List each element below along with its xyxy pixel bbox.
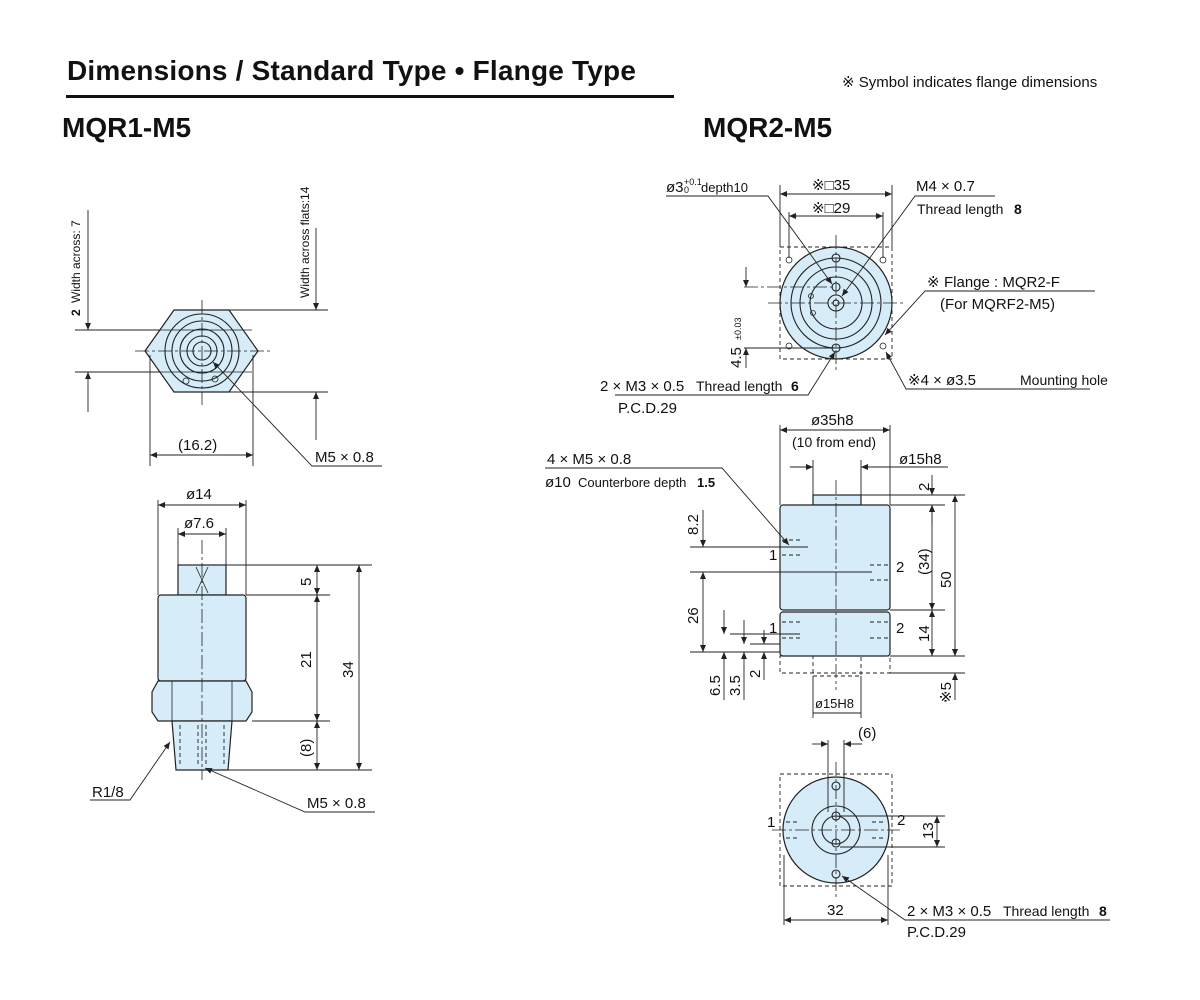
mqr2-offset-6: (6) (858, 725, 876, 742)
mqr1-width-across: Width across: 7 (69, 220, 83, 303)
mqr2-bottom-port-1: 1 (767, 814, 775, 831)
mqr1-top-view: Width across flats:14 2 Width across: 7 … (69, 186, 382, 467)
mqr1-diameter-7-6: ø7.6 (184, 515, 214, 532)
mqr2-flange-side (779, 655, 891, 674)
mqr1-height-34: 34 (340, 661, 357, 678)
mqr2-counterbore-diameter: ø10 (545, 474, 571, 491)
mqr1-m5-thread-bottom: M5 × 0.8 (307, 795, 366, 812)
mqr2-m4-thread-length-text: Thread length (917, 201, 1003, 217)
mqr1-width-across-count: 2 (69, 309, 83, 316)
mqr2-counterbore-value: 1.5 (697, 475, 715, 490)
mqr2-side-port-1-lower: 1 (769, 620, 777, 637)
mqr2-height-13: 13 (920, 822, 937, 839)
mqr2-height-50: 50 (938, 571, 955, 588)
page-title: Dimensions / Standard Type • Flange Type (67, 55, 637, 86)
mqr2-height-8-2: 8.2 (685, 514, 702, 535)
mqr1-width-across-flats: Width across flats:14 (298, 186, 312, 298)
mqr2-height-26: 26 (685, 607, 702, 624)
mqr2-height-4-5: 4.5 (728, 347, 745, 368)
mqr2-height-2-bottom: 2 (747, 670, 764, 678)
mqr2-hole-tol-down: 0 (684, 185, 689, 195)
mqr2-pcd-bottom: P.C.D.29 (907, 924, 966, 941)
title-underline (66, 95, 674, 98)
mqr2-diameter-15h8: ø15h8 (899, 451, 942, 468)
mqr2-height-2-top: 2 (916, 483, 933, 491)
mqr2-hole-diameter-3: ø3 (666, 179, 684, 196)
mqr2-height-34: (34) (916, 548, 933, 575)
mqr2-bottom-view: 1 2 (6) 13 32 2 × M3 × 0.5 Thread length… (767, 725, 1110, 941)
mqr1-m5-thread-top: M5 × 0.8 (315, 449, 374, 466)
mqr2-pcd-top: P.C.D.29 (618, 400, 677, 417)
mqr2-mounting-text: Mounting hole (1020, 372, 1108, 388)
model-title-mqr2: MQR2-M5 (703, 112, 833, 143)
mqr2-m5-count: 4 × M5 × 0.8 (547, 451, 631, 468)
mqr2-top-view: ※□35 ※□29 ø3 +0.1 0 depth10 M4 × 0.7 Thr… (600, 177, 1108, 417)
mqr2-m3-bottom-text: Thread length (1003, 903, 1089, 919)
flange-symbol-note: ※ Symbol indicates flange dimensions (842, 74, 1098, 91)
mqr1-height-21: 21 (298, 651, 315, 668)
mqr1-height-5: 5 (298, 578, 315, 586)
mqr1-height-8: (8) (298, 739, 315, 757)
mqr2-flange-label: Flange : MQR2-F (944, 274, 1060, 291)
mqr2-m4-thread-length-value: 8 (1014, 201, 1022, 217)
mqr2-mounting-count: ※4 × ø3.5 (908, 372, 976, 389)
mqr2-m3-bottom-value: 8 (1099, 903, 1107, 919)
mqr2-height-6-5: 6.5 (707, 675, 724, 696)
mqr1-diameter-14: ø14 (186, 486, 212, 503)
mqr2-hole-depth: depth10 (701, 180, 748, 195)
mqr1-side-view: ø14 ø7.6 5 21 34 (8) R1/8 M5 × 0.8 (90, 486, 375, 813)
mqr2-from-end: (10 from end) (792, 434, 876, 450)
mqr1-width-16-2: (16.2) (178, 437, 217, 454)
mqr2-top-spigot (812, 494, 862, 506)
mqr2-m3-top-text: Thread length (696, 378, 782, 394)
mqr2-square-29: ※□29 (812, 200, 850, 217)
mqr2-height-4-5-tol: ±0.03 (733, 318, 743, 340)
mqr2-counterbore-text: Counterbore depth (578, 475, 686, 490)
mqr2-height-14: 14 (916, 625, 933, 642)
mqr2-hole-tol-up: +0.1 (684, 177, 702, 187)
mqr2-side-port-2-upper: 2 (896, 559, 904, 576)
mqr2-bottom-port-2: 2 (897, 812, 905, 829)
mqr2-m3-bottom: 2 × M3 × 0.5 (907, 903, 991, 920)
mqr2-side-port-1-upper: 1 (769, 547, 777, 564)
mqr2-for-label: (For MQRF2-M5) (940, 296, 1055, 313)
model-title-mqr1: MQR1-M5 (62, 112, 192, 143)
mqr2-width-32: 32 (827, 902, 844, 919)
mqr2-diameter-35h8: ø35h8 (811, 412, 854, 429)
mqr2-m3-top: 2 × M3 × 0.5 (600, 378, 684, 395)
mqr2-m3-top-value: 6 (791, 378, 799, 394)
mqr2-square-35: ※□35 (812, 177, 850, 194)
mqr2-side-port-2-lower: 2 (896, 620, 904, 637)
mqr2-height-5-flange: ※5 (938, 682, 955, 703)
mqr1-r1-8: R1/8 (92, 784, 124, 801)
mqr2-m4-thread: M4 × 0.7 (916, 178, 975, 195)
mqr2-upper-body (779, 504, 891, 611)
mqr2-flange-mark: ※ (927, 274, 940, 291)
mqr2-side-view: 1 2 1 2 ø35h8 (10 from end) ø15h8 4 × M5… (545, 412, 965, 718)
mqr2-diameter-15H8: ø15H8 (815, 696, 854, 711)
mqr2-height-3-5: 3.5 (727, 675, 744, 696)
